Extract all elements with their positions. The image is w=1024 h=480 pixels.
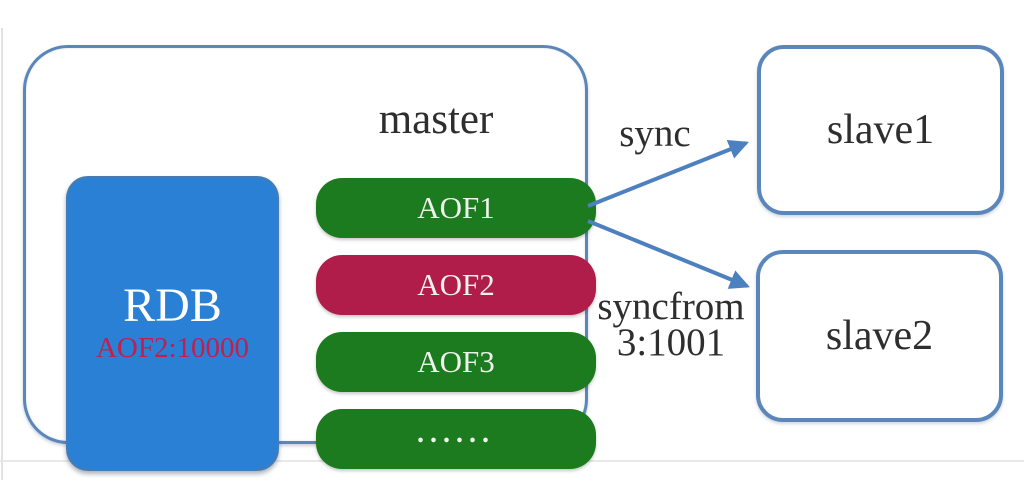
aof-file-2: AOF2 bbox=[316, 255, 596, 315]
slave1-label: slave1 bbox=[826, 107, 935, 153]
photo-edge-artifact bbox=[1, 28, 3, 480]
aof-file-1: AOF1 bbox=[316, 178, 596, 238]
arrow-master-to-slave2 bbox=[587, 219, 750, 289]
slave2-node: slave2 bbox=[756, 250, 1003, 422]
master-title: master bbox=[378, 96, 494, 143]
edge-label-syncfrom-line2: 3:1001 bbox=[616, 321, 726, 364]
slave1-node: slave1 bbox=[757, 45, 1004, 215]
aof-file-more: ...... bbox=[316, 409, 596, 469]
rdb-offset-annotation: AOF2:10000 bbox=[95, 332, 250, 365]
master-node: master RDB AOF2:10000 AOF1 AOF2 AOF3 ...… bbox=[23, 45, 596, 471]
rdb-node: RDB AOF2:10000 bbox=[66, 176, 279, 471]
aof-file-3: AOF3 bbox=[316, 332, 596, 392]
edge-label-syncfrom: syncfrom 3:1001 bbox=[582, 285, 760, 364]
edge-label-syncfrom-line1: syncfrom bbox=[597, 285, 745, 328]
edge-label-sync: sync bbox=[619, 112, 691, 155]
slave2-label: slave2 bbox=[825, 313, 934, 359]
rdb-label: RDB bbox=[123, 279, 222, 333]
